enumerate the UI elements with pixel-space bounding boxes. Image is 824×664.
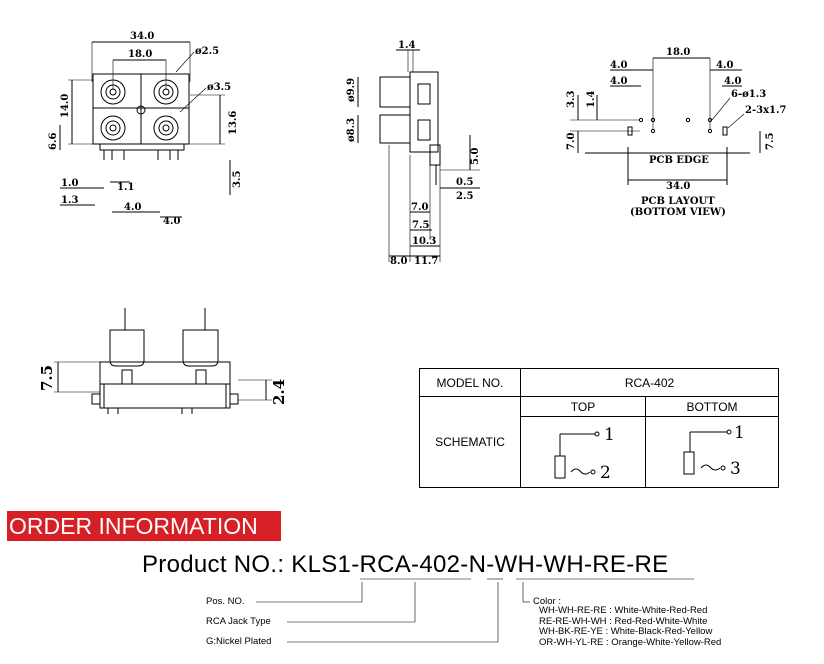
order-information-banner: ORDER INFORMATION <box>7 511 281 541</box>
order-legend-leaders <box>256 578 694 643</box>
dim-height-66: 6.6 <box>48 133 59 150</box>
dim-right-50: 5.0 <box>470 148 481 165</box>
pcb-caption-line1: PCB LAYOUT <box>641 196 715 207</box>
dim-bottom-75: 7.5 <box>38 365 56 391</box>
dim-pcb-33: 3.3 <box>566 91 577 108</box>
dim-right-25: 2.5 <box>456 191 473 202</box>
dim-diameter-99: ø9.9 <box>346 78 357 102</box>
dim-pcb-holes-b: 2-3x1.7 <box>745 105 786 116</box>
color-option: WH-WH-RE-RE : White-White-Red-Red <box>539 605 708 616</box>
dim-pcb-r40b: 4.0 <box>724 76 741 87</box>
dim-height-35: 3.5 <box>232 171 243 188</box>
product-number: Product NO.: KLS1-RCA-402-N-WH-WH-RE-RE <box>142 551 669 578</box>
color-option: OR-WH-YL-RE : Orange-White-Yellow-Red <box>539 636 722 648</box>
dim-bottom-13: 1.3 <box>61 195 78 206</box>
dim-pcb-340: 34.0 <box>666 181 690 192</box>
pcb-edge-label: PCB EDGE <box>649 155 709 166</box>
color-option: RE-RE-WH-WH : Red-Red-White-White <box>539 615 708 627</box>
bottom-view: 7.5 2.4 <box>38 308 288 414</box>
top-label: TOP <box>520 396 646 417</box>
dim-side-117: 11.7 <box>414 256 438 267</box>
dim-pcb-180: 18.0 <box>666 47 690 58</box>
model-label: MODEL NO. <box>419 368 521 397</box>
dim-right-05: 0.5 <box>456 177 473 188</box>
dim-side-103: 10.3 <box>412 236 436 247</box>
model-value: RCA-402 <box>520 368 779 397</box>
dim-bottom-40b: 4.0 <box>163 216 180 227</box>
dim-small-diameter: ø2.5 <box>195 46 219 57</box>
spec-table: MODEL NO. RCA-402 SCHEMATIC TOP BOTTOM <box>419 368 779 488</box>
side-view: 1.4 ø9.9 ø8.3 5.0 0.5 2.5 7.0 7.5 10.3 <box>346 40 481 267</box>
dim-height-136: 13.6 <box>228 111 239 135</box>
legend-jack-type: RCA Jack Type <box>206 616 271 627</box>
color-option: WH-BK-RE-YE : White-Black-Red-Yellow <box>539 626 713 637</box>
dim-large-diameter: ø3.5 <box>207 82 231 93</box>
dim-height-14: 14.0 <box>60 94 71 118</box>
legend-plating: G:Nickel Plated <box>206 636 272 647</box>
legend-pos-no: Pos. NO. <box>206 596 245 607</box>
dim-pcb-l40b: 4.0 <box>610 76 627 87</box>
dim-bottom-10: 1.0 <box>61 178 78 189</box>
color-options: WH-WH-RE-RE : White-White-Red-Red RE-RE-… <box>539 605 722 648</box>
dim-pcb-l40a: 4.0 <box>610 60 627 71</box>
dim-side-80: 8.0 <box>390 256 407 267</box>
schematic-top-cell <box>520 416 646 488</box>
dim-bottom-11: 1.1 <box>117 182 134 193</box>
dim-side-70: 7.0 <box>411 202 428 213</box>
schematic-label: SCHEMATIC <box>419 396 521 488</box>
dim-width-total: 34.0 <box>130 31 154 42</box>
dim-pcb-holes-a: 6-ø1.3 <box>731 89 766 100</box>
dim-diameter-83: ø8.3 <box>346 118 357 142</box>
schematic-bottom-cell <box>645 416 779 488</box>
dim-pcb-70: 7.0 <box>566 133 577 150</box>
dim-side-75: 7.5 <box>412 220 429 231</box>
dim-top-14: 1.4 <box>398 40 415 51</box>
legend-color-title: Color : <box>533 596 561 607</box>
dim-pitch: 18.0 <box>128 49 152 60</box>
pcb-layout: 18.0 4.0 4.0 4.0 4.0 6-ø1.3 2-3x1.7 PCB … <box>566 47 786 218</box>
dim-pcb-75: 7.5 <box>765 133 776 150</box>
dim-bottom-40a: 4.0 <box>124 202 141 213</box>
pcb-caption-line2: (BOTTOM VIEW) <box>630 207 726 218</box>
dim-pcb-14: 1.4 <box>586 91 597 108</box>
front-view: 34.0 18.0 ø2.5 ø3.5 14.0 6.6 <box>48 31 243 227</box>
bottom-label: BOTTOM <box>645 396 779 417</box>
dim-bottom-24: 2.4 <box>270 379 288 405</box>
dim-pcb-r40a: 4.0 <box>716 60 733 71</box>
